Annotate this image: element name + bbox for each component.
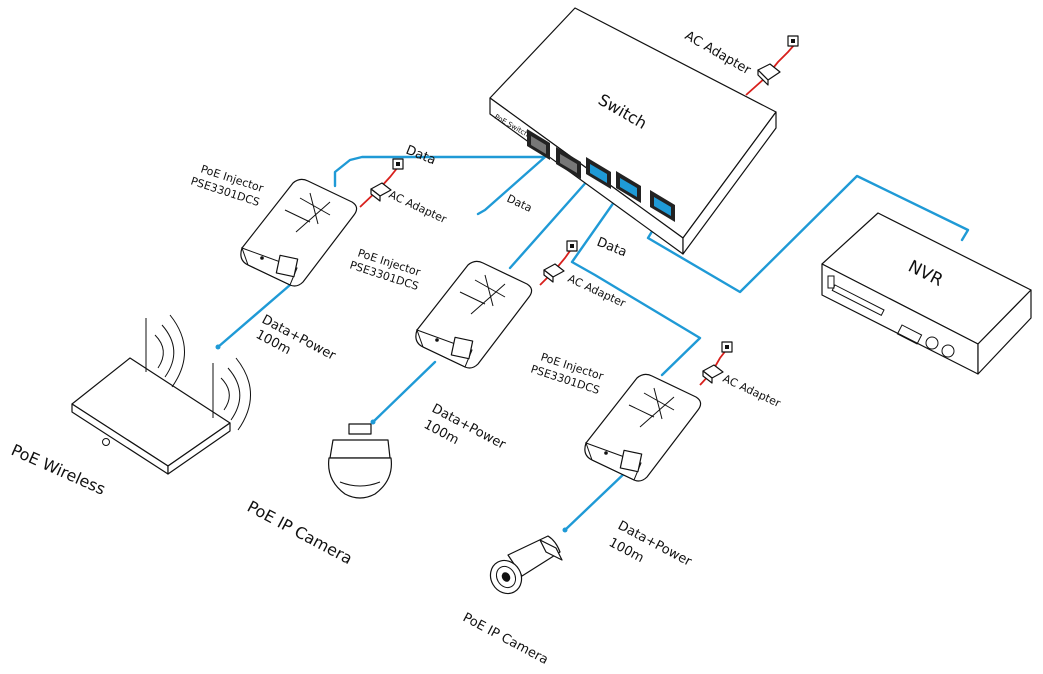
injector-3-ac-adapter-label: AC Adapter (721, 372, 783, 410)
power-cable-injector1 (359, 166, 399, 208)
rj45-port-icon (616, 171, 641, 203)
injector-2: PoE Injector PSE3301DCS AC Adapter Data … (348, 235, 629, 453)
ac-adapter-icon (370, 182, 392, 202)
injector-1-uplink-label: Data (404, 143, 438, 169)
ptz-camera-label: PoE IP Camera (244, 497, 356, 568)
power-plug-icon (787, 35, 799, 47)
bullet-camera: PoE IP Camera (460, 535, 563, 668)
injector-1-ac-adapter-label: AC Adapter (387, 188, 449, 226)
bullet-camera-label: PoE IP Camera (460, 610, 550, 668)
ac-adapter-icon (757, 63, 781, 86)
data-cable-injector3-bullet (563, 468, 630, 532)
data-cable-switch-nvr (646, 174, 970, 294)
power-cable-switch (745, 43, 796, 96)
ptz-camera: PoE IP Camera (244, 423, 393, 568)
injector-2-ac-adapter-label: AC Adapter (566, 272, 628, 310)
switch-ports (527, 129, 675, 222)
wireless-ap: PoE Wireless (8, 314, 251, 499)
injector-2-uplink-label: Data (595, 235, 629, 261)
injector-3: PoE Injector PSE3301DCS AC Adapter Data+… (529, 341, 783, 570)
nvr-device: NVR (821, 212, 1032, 375)
data-cables (216, 155, 970, 532)
rj45-port-icon (527, 129, 550, 160)
switch-device: Switch PoE Switch (489, 7, 777, 255)
data-cable-switch-injector3 (570, 183, 702, 377)
ac-adapter-icon (702, 364, 724, 384)
data-cable-injector1-switch (333, 155, 547, 216)
data-cable-switch-injector2 (508, 168, 599, 270)
power-plug-icon (392, 158, 404, 170)
rj45-port-icon (650, 190, 675, 222)
wireless-label: PoE Wireless (8, 440, 108, 498)
data-cable-injector2-ptz (371, 360, 437, 424)
rj45-port-icon (586, 157, 611, 189)
injector-1-switch-link-label: Data (505, 192, 534, 215)
wifi-waves-icon (154, 314, 251, 431)
rj45-port-icon (556, 147, 581, 179)
ac-adapter-icon (543, 263, 565, 283)
power-plug-icon (721, 341, 733, 353)
cable-endpoints (215, 344, 568, 533)
data-cable-injector1-wireless (216, 283, 292, 349)
power-plug-icon (566, 240, 578, 252)
